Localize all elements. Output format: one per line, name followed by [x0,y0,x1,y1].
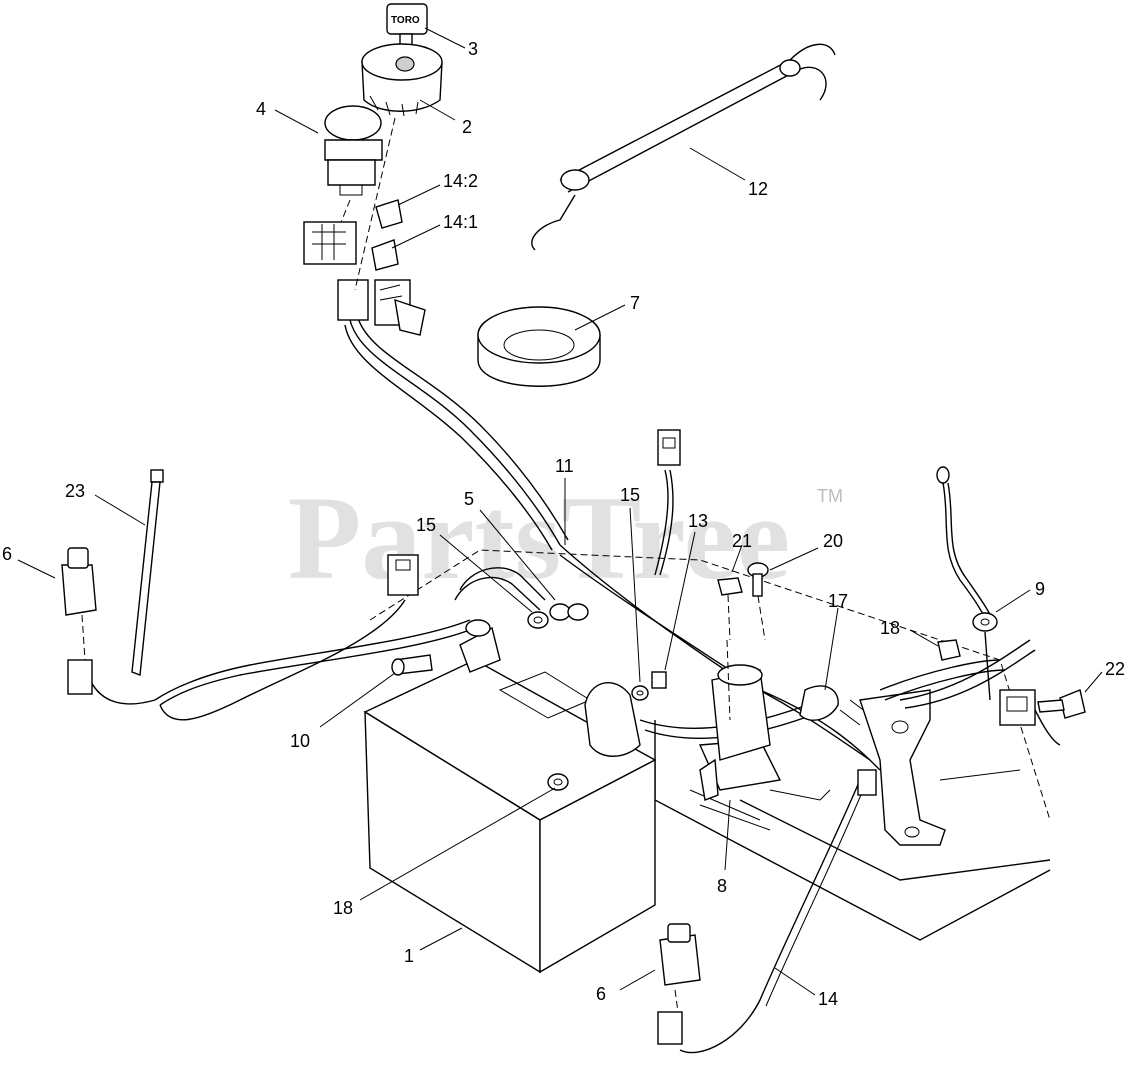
callout-3: 3 [468,39,478,59]
battery [363,659,657,974]
harness-connector-left [387,554,419,596]
callout-15-right: 15 [620,485,640,505]
bolt-13 [651,671,667,689]
callout-22: 22 [1105,659,1125,679]
callout-2: 2 [462,117,472,137]
callout-23: 23 [65,481,85,501]
harness-connector-top [337,279,426,336]
ground-cable-9 [936,466,998,701]
rubber-grommet [477,306,601,387]
callout-10: 10 [290,731,310,751]
pto-switch [324,105,383,196]
callout-5: 5 [464,489,474,509]
cable-tie [131,469,164,676]
battery-terminal-boot-positive [584,682,641,757]
fuse-14-1 [371,239,399,271]
callout-14: 14 [818,989,838,1009]
callout-14-2: 14:2 [443,171,478,191]
callout-15-left: 15 [416,515,436,535]
washer-15-left [527,611,549,629]
callout-6-left: 6 [2,544,12,564]
callout-8: 8 [717,876,727,896]
callout-7: 7 [630,293,640,313]
leader-lines [17,27,1103,996]
bolt-22 [1037,689,1086,719]
harness-connector-lower [857,769,877,796]
ignition-dash-line [354,117,396,291]
hitch-rod [531,43,836,251]
bolt-5 [549,603,589,621]
ignition-switch [361,43,443,117]
callout-6-bottom: 6 [596,984,606,1004]
watermark: PartsTree [288,471,790,604]
harness-connector-top-right [657,429,681,466]
nut-18-right [937,639,961,661]
key-label: TORO [391,15,420,26]
relay-left [61,547,97,695]
callout-11: 11 [555,456,574,476]
callout-14-1: 14:1 [443,212,478,232]
watermark-trademark: TM [817,486,843,506]
nut-21 [717,577,743,641]
wire-harness [89,317,1061,1054]
harness-plug-10 [391,654,433,676]
cable-boot-17 [799,685,839,721]
fuse-block [303,221,357,265]
bolt-20 [747,562,769,641]
callout-13: 13 [688,511,708,531]
callout-17: 17 [828,591,848,611]
battery-terminal-boot-negative [459,619,501,673]
callout-18-right: 18 [880,618,900,638]
callout-9: 9 [1035,579,1045,599]
callout-4: 4 [256,99,266,119]
washer-15-right [631,685,649,701]
callout-20: 20 [823,531,843,551]
callout-1: 1 [404,946,414,966]
mounting-bracket [859,689,946,846]
battery-nut [547,773,569,791]
callout-21: 21 [732,531,752,551]
fuse-14-2 [375,199,403,229]
callout-12: 12 [748,179,768,199]
callout-18-bottom: 18 [333,898,353,918]
starter-solenoid [698,639,782,801]
pto-dash-line [339,199,351,226]
harness-connector-right [999,689,1036,726]
relay-bottom [657,923,701,1045]
